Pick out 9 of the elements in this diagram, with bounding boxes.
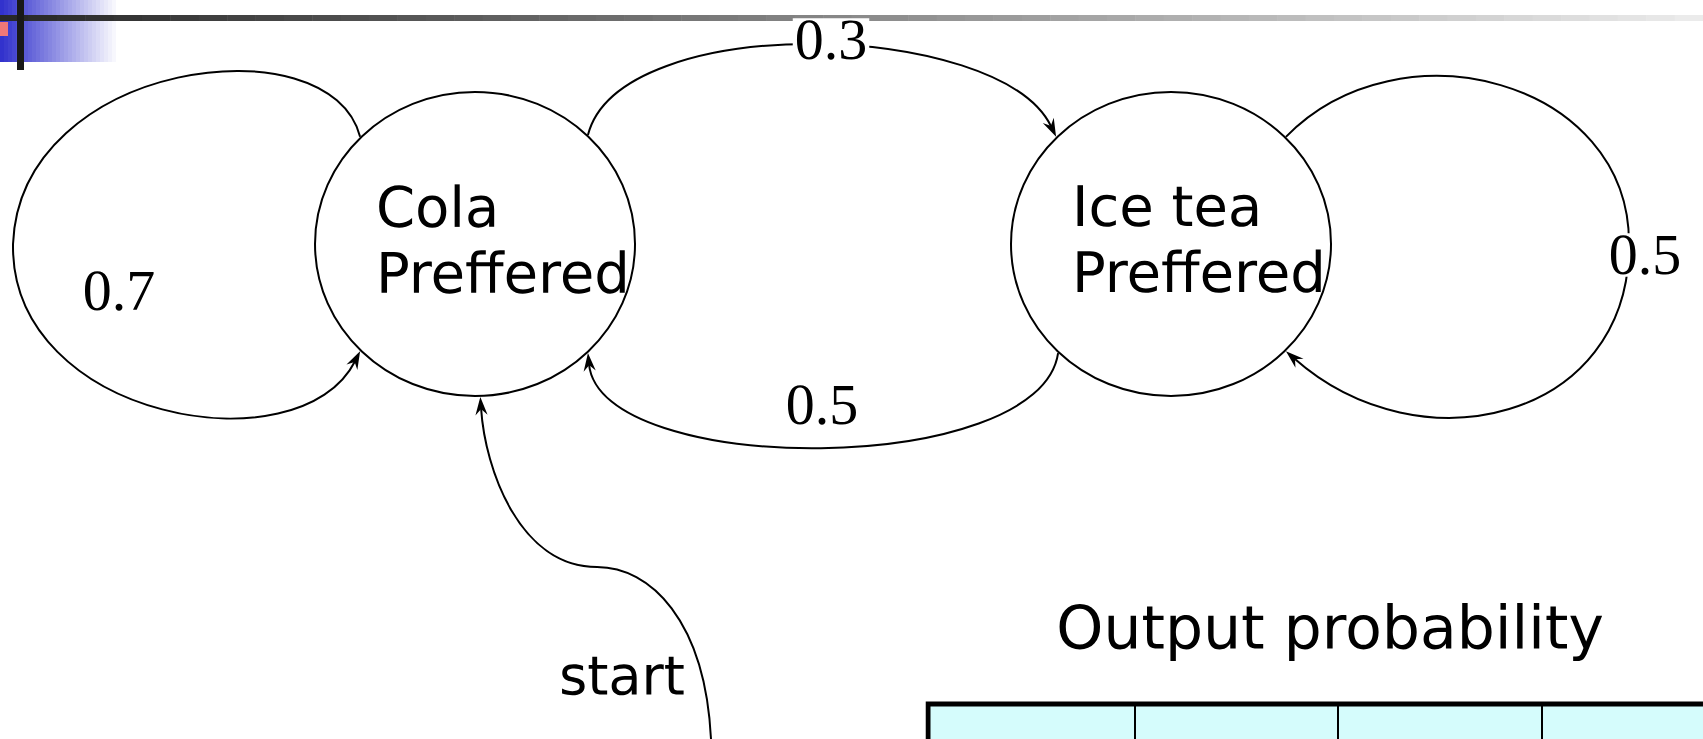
table-title: Output probability [1059, 602, 1603, 662]
arrow [583, 352, 1060, 450]
edge-label: 0.3 [792, 18, 870, 62]
edge-label: 0.5 [1606, 233, 1684, 277]
edge-label: 0.5 [783, 383, 861, 427]
arrow [12, 70, 362, 420]
edge-label: 0.7 [80, 269, 158, 313]
edge-label: start [557, 654, 687, 698]
arrow [1284, 75, 1630, 419]
